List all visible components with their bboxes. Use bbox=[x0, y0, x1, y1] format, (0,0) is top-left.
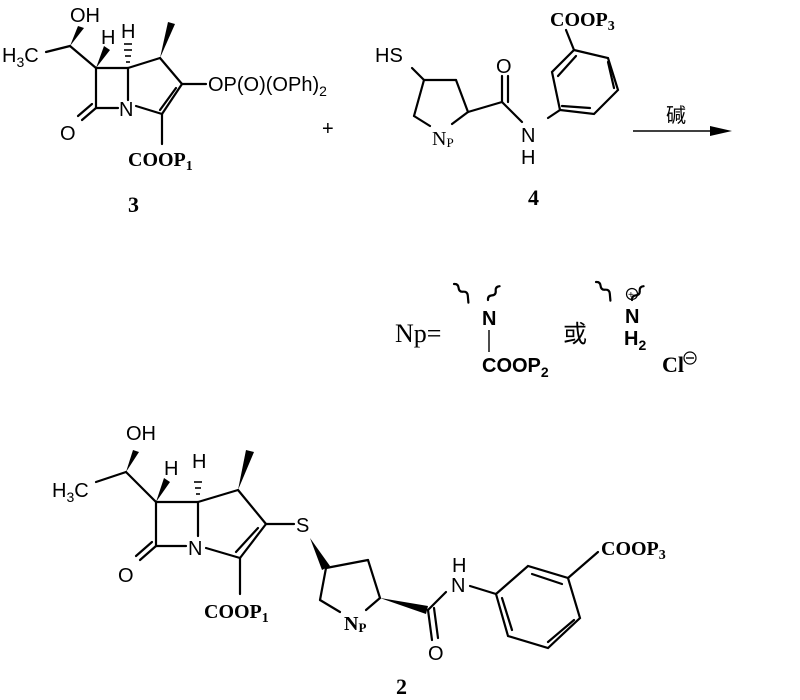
arrow-head-icon bbox=[710, 126, 732, 136]
svg-text:H3C: H3C bbox=[52, 480, 89, 505]
boc-group: COOP2 bbox=[482, 355, 549, 380]
oh-label: OH bbox=[70, 5, 100, 27]
svg-text:N: N bbox=[188, 538, 202, 560]
chloride-counter-ion: Cl bbox=[662, 352, 684, 377]
compound-2: OH H3C O N H H S COOP1 bbox=[52, 423, 666, 699]
phosphate-group: OP(O)(OPh)2 bbox=[208, 74, 327, 99]
np-definition: Np= N COOP2 或 + N H2 Cl bbox=[395, 280, 697, 380]
svg-text:H2: H2 bbox=[624, 328, 646, 353]
svg-text:O: O bbox=[118, 565, 134, 587]
svg-text:H: H bbox=[521, 147, 535, 169]
n-label: N bbox=[119, 99, 133, 121]
svg-text:N: N bbox=[521, 125, 535, 147]
compound-label-4: 4 bbox=[528, 185, 539, 210]
svg-text:N: N bbox=[625, 306, 639, 328]
svg-text:H: H bbox=[192, 451, 206, 473]
carbonyl-o: O bbox=[60, 123, 76, 145]
condition-base: 碱 bbox=[666, 104, 686, 127]
compound-4: HS NP O N H COOP3 4 bbox=[375, 9, 620, 210]
svg-text:+: + bbox=[628, 290, 634, 301]
compound-3: OH H3C O N H H bbox=[2, 5, 327, 217]
svg-text:NP: NP bbox=[344, 613, 366, 635]
thiol-label: HS bbox=[375, 45, 403, 67]
svg-text:N: N bbox=[482, 308, 496, 330]
plus-sign: + bbox=[322, 118, 334, 140]
sulfur-label: S bbox=[296, 515, 309, 537]
svg-text:O: O bbox=[428, 643, 444, 665]
svg-text:H: H bbox=[101, 27, 115, 49]
svg-text:H: H bbox=[121, 21, 135, 43]
np-equals-label: Np= bbox=[395, 319, 441, 348]
svg-text:COOP3: COOP3 bbox=[601, 538, 666, 563]
np-label: NP bbox=[432, 128, 454, 150]
compound-label-2: 2 bbox=[396, 674, 407, 699]
svg-text:O: O bbox=[496, 56, 512, 78]
svg-text:H: H bbox=[164, 458, 178, 480]
compound-label-3: 3 bbox=[128, 192, 139, 217]
svg-text:OH: OH bbox=[126, 423, 156, 445]
h3c-label: H3C bbox=[2, 45, 39, 70]
or-text: 或 bbox=[563, 321, 587, 348]
ester-group: COOP1 bbox=[128, 149, 193, 174]
svg-text:H: H bbox=[452, 555, 466, 577]
stereo-wedge bbox=[70, 26, 84, 46]
ester-group: COOP3 bbox=[550, 9, 615, 34]
svg-text:COOP1: COOP1 bbox=[204, 601, 269, 626]
svg-text:N: N bbox=[451, 575, 465, 597]
reaction-arrow: 碱 bbox=[633, 104, 732, 136]
